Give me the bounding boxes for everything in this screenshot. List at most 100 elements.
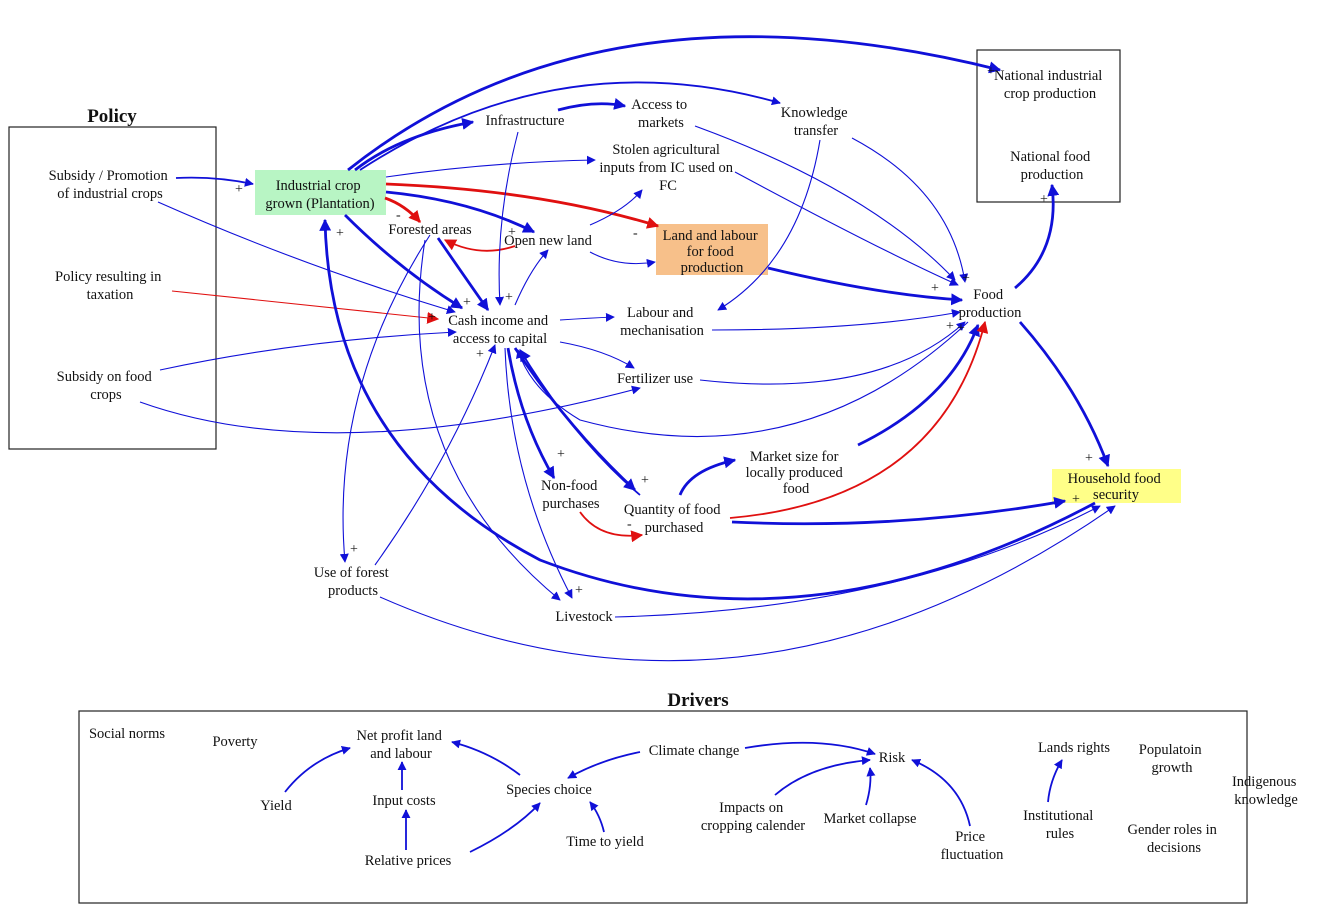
driver-relative-prices: Relative prices <box>365 853 452 869</box>
node-access-markets: Access to markets <box>631 97 691 131</box>
link-yield-netprofit <box>284 746 351 793</box>
link-forestprod-cash <box>374 344 497 566</box>
link-livestock-household <box>614 505 1101 618</box>
policy-box <box>8 126 217 450</box>
node-industrial-crop: Industrial crop grown (Plantation) <box>265 178 374 212</box>
driver-species-choice: Species choice <box>506 782 592 798</box>
link-landlabour-food <box>767 266 964 306</box>
node-household-food: Household food security <box>1068 471 1165 503</box>
node-food-production: Food production <box>959 287 1023 321</box>
driver-price-fluctuation: Price fluctuation <box>941 829 1005 863</box>
node-quantity-food: Quantity of food purchased <box>624 502 724 536</box>
driver-nodes: Social norms Poverty Net profit land and… <box>89 726 1300 869</box>
land-labour-highlight <box>656 224 768 275</box>
node-cash-income: Cash income and access to capital <box>448 313 552 347</box>
node-subsidy-food: Subsidy on food crops <box>57 369 156 403</box>
link-cash-openland <box>514 249 549 306</box>
sign-plus: + <box>476 347 484 362</box>
driver-time-to-yield: Time to yield <box>566 834 644 850</box>
link-industrial-openland <box>385 190 536 234</box>
link-infra-access <box>557 98 627 112</box>
node-national-industrial: National industrial crop production <box>994 68 1106 102</box>
sign-plus: + <box>641 473 649 488</box>
link-cash-fert <box>559 341 635 369</box>
link-cash-livestock <box>504 347 573 599</box>
driver-impacts-calendar: Impacts on cropping calender <box>701 800 805 834</box>
household-food-highlight <box>1052 469 1181 503</box>
link-industrial-forestprod <box>339 234 431 563</box>
link-food-household <box>1018 321 1110 468</box>
sign-plus: + <box>957 321 965 336</box>
link-quantity-food <box>729 320 989 519</box>
link-impacts-risk <box>774 756 871 796</box>
sign-plus: + <box>428 310 436 325</box>
drivers-box <box>78 710 1248 904</box>
node-non-food: Non-food purchases <box>541 478 601 512</box>
link-market-food <box>857 323 980 447</box>
sign-plus: + <box>557 447 565 462</box>
link-climate-risk <box>744 741 876 756</box>
link-industrial-infra <box>354 117 475 172</box>
sign-plus: + <box>508 225 516 240</box>
sign-plus: + <box>946 319 954 334</box>
link-knowledge-food <box>851 137 969 283</box>
policy-header: Policy <box>87 106 137 127</box>
sign-plus: + <box>1085 451 1093 466</box>
link-stolen-food <box>734 171 959 286</box>
sign-plus: + <box>463 295 471 310</box>
link-forest-cash <box>436 237 490 311</box>
link-openland-landlabour <box>589 251 656 268</box>
node-knowledge-transfer: Knowledge transfer <box>781 105 851 139</box>
driver-links <box>284 739 1063 853</box>
polarity-signs: + + - + + - + + + + + + + + + + + - + + … <box>235 64 1093 598</box>
driver-population-growth: Populatoin growth <box>1139 742 1205 776</box>
link-food-cash <box>516 321 969 438</box>
node-labour-mech: Labour and mechanisation <box>620 305 705 339</box>
driver-poverty: Poverty <box>212 734 258 750</box>
link-openland-forest <box>443 239 516 252</box>
link-access-food <box>694 125 956 281</box>
sign-plus: + <box>336 226 344 241</box>
driver-lands-rights: Lands rights <box>1038 740 1110 756</box>
node-subsidy-promotion: Subsidy / Promotion of industrial crops <box>49 168 172 202</box>
link-industrial-knowledge <box>359 81 781 171</box>
link-labour-food <box>711 309 961 331</box>
node-land-labour: Land and labour for food production <box>663 228 762 276</box>
national-box <box>976 49 1121 203</box>
link-taxation-cash <box>171 290 440 324</box>
link-industrial-national <box>347 35 1002 172</box>
link-forest-livestock <box>418 239 561 601</box>
node-infrastructure: Infrastructure <box>486 113 565 129</box>
link-timetoyield-species <box>589 801 605 833</box>
link-knowledge-labour <box>717 139 821 311</box>
sign-plus: + <box>1040 192 1048 207</box>
sign-plus: + <box>235 182 243 197</box>
links <box>139 35 1116 662</box>
node-livestock: Livestock <box>555 609 613 625</box>
link-cash-nonfood <box>506 347 556 480</box>
link-species-netprofit <box>451 739 521 776</box>
driver-yield: Yield <box>260 798 292 814</box>
sign-plus: + <box>1072 492 1080 507</box>
link-subsidy-industrial <box>175 176 254 187</box>
driver-input-costs: Input costs <box>372 793 436 809</box>
node-market-size: Market size for locally produced food <box>746 449 847 497</box>
link-industrial-cash <box>344 214 464 310</box>
driver-indigenous: Indigenous knowledge <box>1232 774 1300 808</box>
driver-net-profit: Net profit land and labour <box>357 728 446 762</box>
link-quantity-cash <box>519 348 641 496</box>
sign-minus: - <box>633 226 638 241</box>
link-food-national <box>1014 183 1060 290</box>
link-industrial-forest <box>384 196 422 223</box>
link-quantity-household <box>731 496 1067 526</box>
driver-risk: Risk <box>879 750 906 766</box>
sign-plus: + <box>931 281 939 296</box>
link-subsidy-cash <box>157 201 456 314</box>
link-quantity-market <box>678 456 737 496</box>
link-marketcollapse-risk <box>865 767 876 806</box>
node-fertilizer: Fertilizer use <box>617 371 693 387</box>
link-institutional-lands <box>1047 759 1063 803</box>
node-forested-areas: Forested areas <box>388 222 472 238</box>
nodes: National industrial crop production Nati… <box>49 68 1165 625</box>
